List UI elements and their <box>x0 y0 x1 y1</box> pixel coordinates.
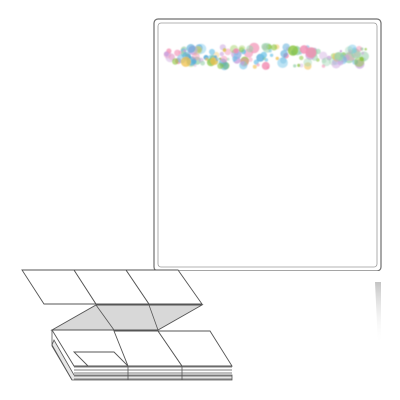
fold-ramp-divider <box>148 304 159 331</box>
bokeh-dot <box>359 56 364 62</box>
bokeh-dot <box>163 51 169 57</box>
bokeh-dot <box>186 44 196 53</box>
bokeh-dot <box>256 63 260 67</box>
bokeh-dot <box>214 55 218 59</box>
bokeh-dot <box>233 48 239 54</box>
bokeh-dot <box>339 50 343 53</box>
bokeh-dot <box>266 66 270 69</box>
bokeh-band <box>163 42 369 71</box>
stack-edges <box>51 330 233 381</box>
bokeh-dot <box>183 49 187 52</box>
bokeh-dot <box>299 63 304 68</box>
bokeh-dot <box>172 58 179 65</box>
label-die-cut <box>157 22 378 268</box>
bokeh-dot <box>277 57 288 68</box>
bokeh-dot <box>280 50 288 58</box>
bokeh-dot <box>293 64 297 68</box>
bokeh-dot <box>220 55 228 63</box>
bokeh-dot <box>261 43 269 51</box>
bokeh-dot <box>219 51 224 57</box>
bokeh-dot <box>331 59 341 69</box>
fold-ramp <box>50 304 204 331</box>
bokeh-dot <box>240 61 245 65</box>
sheet-reflection <box>375 282 381 345</box>
bokeh-dot <box>168 53 175 61</box>
bokeh-dot <box>269 53 274 57</box>
bokeh-dot <box>191 58 197 65</box>
bokeh-dot <box>271 44 278 51</box>
bokeh-dot <box>200 60 206 66</box>
bokeh-dot <box>191 52 200 61</box>
bokeh-dot <box>238 47 245 53</box>
bokeh-dot <box>252 64 257 69</box>
bokeh-dot <box>287 45 299 56</box>
bokeh-dot <box>246 45 254 53</box>
bokeh-dot <box>180 56 191 67</box>
bokeh-dot <box>321 57 331 67</box>
bokeh-dot <box>205 57 209 61</box>
bokeh-dot <box>248 57 253 62</box>
bokeh-dot <box>217 62 224 69</box>
bokeh-dot <box>215 57 220 62</box>
stack-label-top-3 <box>125 269 203 305</box>
bokeh-dot <box>232 59 236 63</box>
bokeh-dot <box>334 52 344 62</box>
bokeh-dot <box>299 45 309 54</box>
bokeh-dot <box>344 46 354 55</box>
bokeh-dot <box>361 51 365 55</box>
bokeh-dot <box>275 56 279 61</box>
bokeh-dot <box>303 58 313 67</box>
fold-ramp-divider <box>95 304 115 331</box>
bokeh-dot <box>356 45 363 52</box>
fanfold-stack <box>21 269 233 381</box>
label-sheet <box>153 18 382 345</box>
bokeh-dot <box>260 51 267 59</box>
backing-strip <box>154 271 381 281</box>
bokeh-dot <box>222 48 227 53</box>
bokeh-dot <box>193 63 197 67</box>
bokeh-dot <box>268 49 272 53</box>
bokeh-dot <box>264 58 269 62</box>
bokeh-dot <box>364 47 368 51</box>
bokeh-dot <box>178 50 182 55</box>
bokeh-dot <box>209 48 215 55</box>
stack-label-bottom-3 <box>157 330 233 367</box>
bokeh-dot <box>299 55 304 61</box>
